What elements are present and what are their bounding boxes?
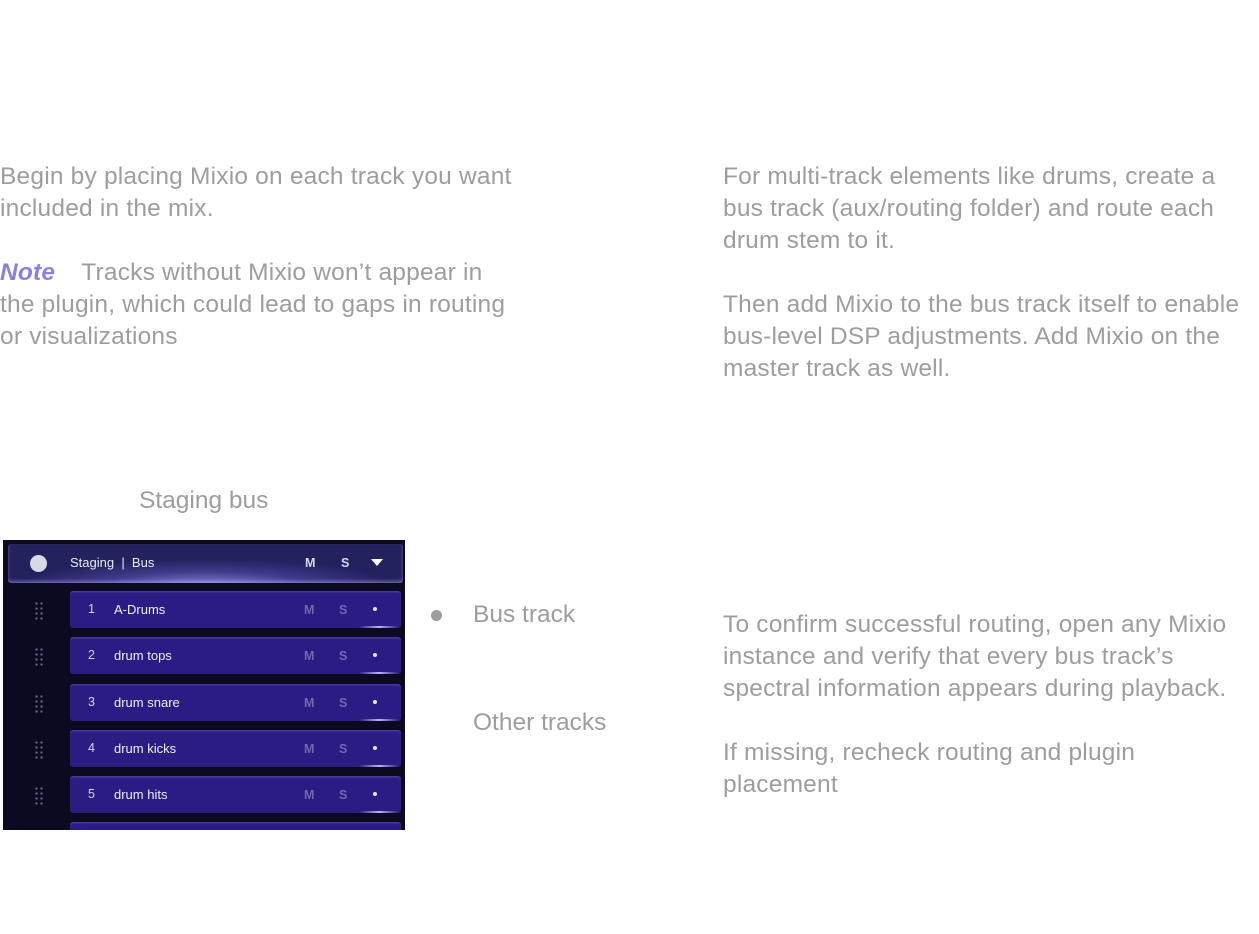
record-arm-button[interactable]	[30, 555, 47, 572]
staging-bus-caption: Staging bus	[139, 487, 269, 514]
track-indicator-icon	[373, 792, 377, 796]
bullet-icon	[431, 610, 442, 621]
bus-help-paragraph-2: Then add Mixio to the bus track itself t…	[723, 291, 1240, 382]
track-mute-button[interactable]: M	[304, 603, 315, 617]
bus-help-text: For multi-track elements like drums, cre…	[723, 161, 1253, 385]
drag-handle-icon[interactable]	[34, 601, 44, 621]
drag-handle-icon[interactable]	[34, 786, 44, 806]
note-label: Note	[0, 259, 56, 286]
bus-track-name: Staging | Bus	[70, 555, 155, 570]
track-number: 4	[88, 741, 95, 755]
track-row[interactable]: 4 drum kicks M S	[70, 730, 401, 767]
track-name: drum tops	[114, 648, 172, 663]
confirm-paragraph-2: If missing, recheck routing and plugin p…	[723, 739, 1136, 798]
track-solo-button[interactable]: S	[339, 696, 348, 710]
track-number: 5	[88, 787, 95, 801]
intro-paragraph: Begin by placing Mixio on each track you…	[0, 163, 512, 222]
bus-mute-button[interactable]: M	[305, 556, 316, 570]
confirm-text: To confirm successful routing, open any …	[723, 609, 1243, 801]
track-number: 3	[88, 695, 95, 709]
drag-handle-icon[interactable]	[34, 740, 44, 760]
track-indicator-icon	[373, 653, 377, 657]
track-number: 1	[88, 602, 95, 616]
bus-solo-button[interactable]: S	[341, 556, 350, 570]
track-number: 2	[88, 648, 95, 662]
track-indicator-icon	[373, 607, 377, 611]
bus-help-paragraph-1: For multi-track elements like drums, cre…	[723, 163, 1216, 254]
track-row[interactable]: 1 A-Drums M S	[70, 591, 401, 628]
track-panel: Staging | Bus M S 1 A-Drums M S 2 drum t…	[3, 540, 405, 830]
drag-handle-icon[interactable]	[34, 647, 44, 667]
track-mute-button[interactable]: M	[304, 742, 315, 756]
track-solo-button[interactable]: S	[339, 788, 348, 802]
confirm-paragraph-1: To confirm successful routing, open any …	[723, 611, 1227, 702]
track-indicator-icon	[373, 746, 377, 750]
track-row[interactable]: 5 drum hits M S	[70, 776, 401, 813]
track-solo-button[interactable]: S	[339, 603, 348, 617]
track-solo-button[interactable]: S	[339, 742, 348, 756]
track-name: drum snare	[114, 695, 180, 710]
intro-text: Begin by placing Mixio on each track you…	[0, 161, 520, 353]
track-name: drum hits	[114, 787, 168, 802]
track-row[interactable]: 3 drum snare M S	[70, 684, 401, 721]
bus-track-header[interactable]: Staging | Bus M S	[8, 544, 403, 583]
track-mute-button[interactable]: M	[304, 696, 315, 710]
track-name: drum kicks	[114, 741, 177, 756]
track-mute-button[interactable]: M	[304, 788, 315, 802]
note-text: Tracks without Mixio won’t appear in the…	[0, 259, 506, 350]
legend-other-tracks: Other tracks	[473, 709, 607, 736]
legend-bus-track: Bus track	[473, 601, 576, 628]
track-row[interactable]: 2 drum tops M S	[70, 637, 401, 674]
track-row-partial[interactable]	[70, 822, 401, 830]
track-name: A-Drums	[114, 602, 166, 617]
track-indicator-icon	[373, 700, 377, 704]
track-mute-button[interactable]: M	[304, 649, 315, 663]
track-solo-button[interactable]: S	[339, 649, 348, 663]
collapse-caret-icon[interactable]	[371, 559, 383, 566]
drag-handle-icon[interactable]	[34, 694, 44, 714]
